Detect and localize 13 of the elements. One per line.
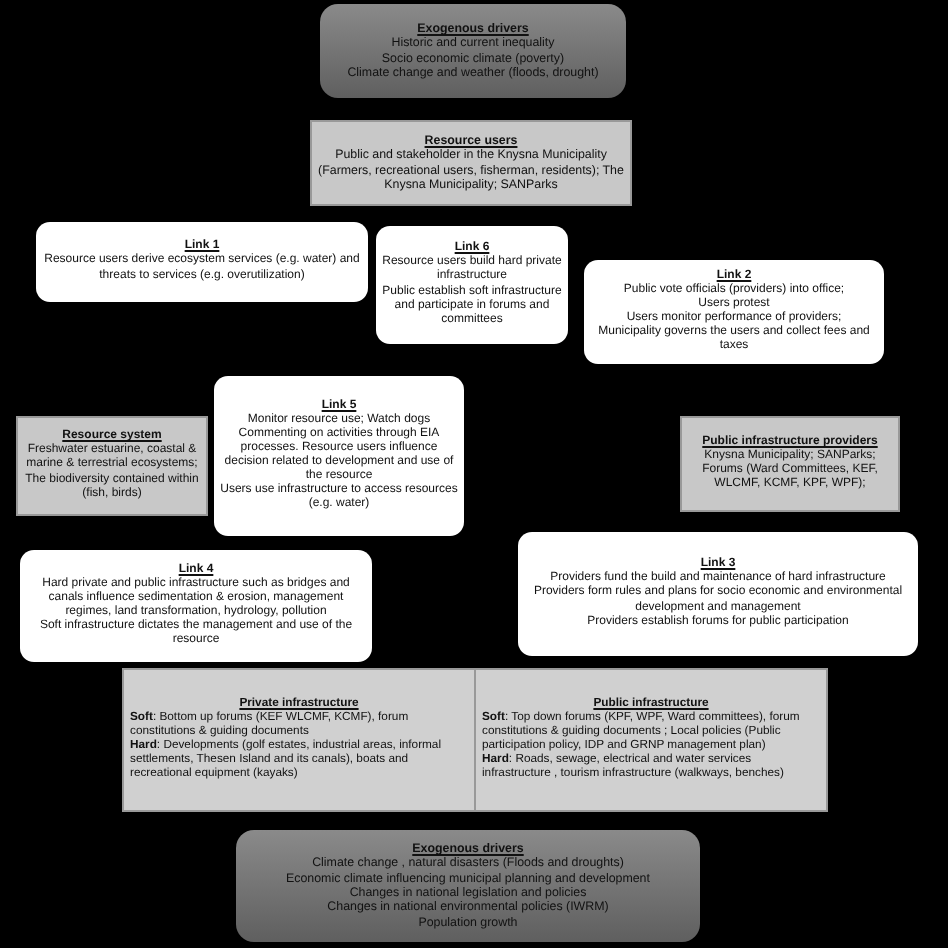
component-box: [16, 416, 208, 516]
link-box: [584, 260, 884, 364]
component-box: [310, 120, 632, 206]
component-box: [680, 416, 900, 512]
link-box: [214, 376, 464, 536]
driver-box: [320, 4, 626, 98]
link-box: [518, 532, 918, 656]
link-box: [376, 226, 568, 344]
infrastructure-box: [122, 668, 476, 812]
infrastructure-box: [474, 668, 828, 812]
driver-box: [236, 830, 700, 942]
link-box: [36, 222, 368, 302]
link-box: [20, 550, 372, 662]
